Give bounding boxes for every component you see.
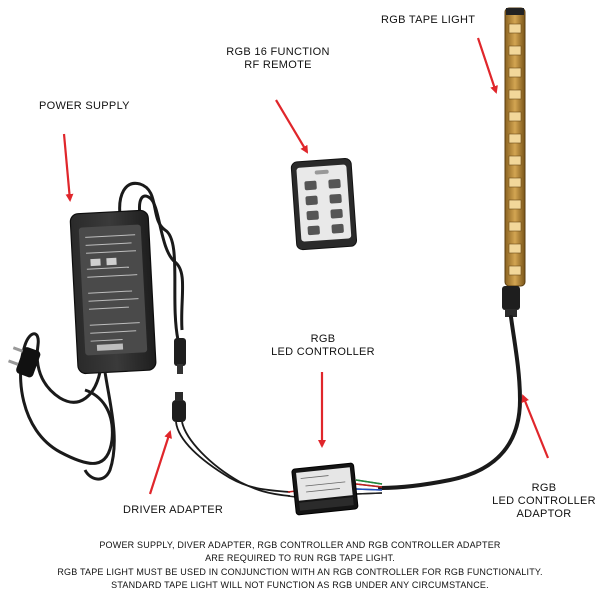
label-adaptor-line1: RGB xyxy=(531,482,557,494)
rgb-led-controller xyxy=(291,462,359,516)
arrow-power-supply xyxy=(62,133,74,202)
label-rgb-tape-light: RGB TAPE LIGHT xyxy=(381,14,476,26)
controller-adaptor xyxy=(355,286,523,495)
label-controller: RGB LED CONTROLLER xyxy=(266,333,380,359)
arrow-adaptor xyxy=(521,394,550,459)
label-adaptor: RGB LED CONTROLLER ADAPTOR xyxy=(488,482,600,521)
label-adaptor-line2: LED CONTROLLER xyxy=(492,495,596,507)
label-adaptor-line3: ADAPTOR xyxy=(516,508,572,520)
rf-remote xyxy=(290,157,358,251)
rgb-tape-light xyxy=(504,7,526,287)
label-remote-line1: RGB 16 FUNCTION xyxy=(226,46,330,58)
arrow-tape-light xyxy=(476,37,498,94)
arrow-remote xyxy=(275,99,309,154)
footer-line-3: RGB TAPE LIGHT MUST BE USED IN CONJUNCTI… xyxy=(57,567,543,577)
label-driver-adapter: DRIVER ADAPTER xyxy=(123,504,224,516)
driver-adapter xyxy=(172,392,297,498)
arrow-driver-adapter xyxy=(148,430,172,495)
footer-line-1: POWER SUPPLY, DIVER ADAPTER, RGB CONTROL… xyxy=(99,540,501,550)
footer-line-2: ARE REQUIRED TO RUN RGB TAPE LIGHT. xyxy=(205,553,395,563)
power-supply xyxy=(8,181,186,481)
label-remote: RGB 16 FUNCTION RF REMOTE xyxy=(222,46,334,72)
label-remote-line2: RF REMOTE xyxy=(244,59,312,71)
label-power-supply: POWER SUPPLY xyxy=(39,100,130,112)
label-controller-line2: LED CONTROLLER xyxy=(271,346,375,358)
footer-line-4: STANDARD TAPE LIGHT WILL NOT FUNCTION AS… xyxy=(111,580,489,590)
label-controller-line1: RGB xyxy=(310,333,336,345)
